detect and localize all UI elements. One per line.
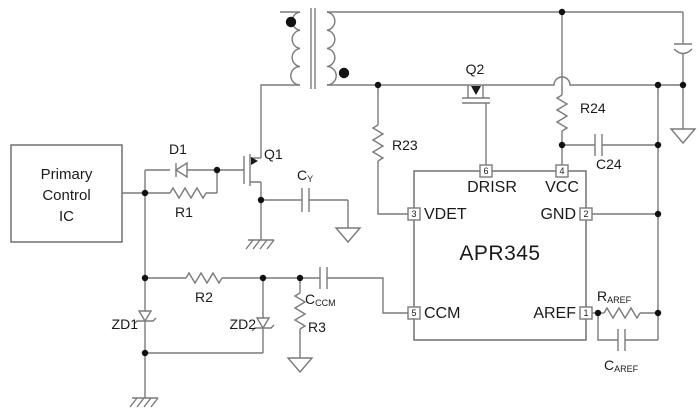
pin2-box	[579, 207, 593, 221]
r2-resistor	[145, 271, 320, 285]
q2-mosfet	[462, 85, 490, 165]
pin1-box	[579, 306, 593, 320]
ground-triangle-cy	[334, 227, 362, 244]
r1-resistor	[145, 170, 218, 200]
zd1-zener	[133, 278, 157, 353]
primary-control-ic-box	[10, 144, 123, 243]
r23-resistor	[371, 85, 408, 215]
pin5-box	[407, 306, 421, 320]
ic-pin-boxes	[407, 164, 593, 320]
ground-hatched-q1	[245, 200, 275, 250]
transformer-core	[310, 8, 316, 89]
r3-resistor	[293, 278, 307, 358]
pin3-box	[407, 207, 421, 221]
q1-body-arrow	[251, 157, 258, 165]
secondary-winding	[326, 11, 337, 86]
apr345-ic-body	[413, 170, 587, 341]
transformer-symbol	[280, 8, 350, 89]
zd2-zener	[251, 278, 275, 353]
q1-mosfet	[243, 154, 262, 200]
primary-to-q1-drain-wire	[260, 84, 300, 158]
pin4-box	[555, 164, 569, 178]
ground-hatched-bottom	[129, 353, 159, 408]
ground-triangle-r3	[286, 357, 314, 374]
primary-polarity-dot	[285, 16, 297, 28]
cccm-capacitor	[319, 267, 408, 314]
secondary-polarity-dot	[338, 67, 350, 79]
raref-resistor	[592, 306, 658, 320]
junction-dots	[141, 8, 687, 357]
ground-triangle-right	[669, 85, 697, 145]
output-capacitor	[673, 12, 693, 85]
cap-plate-curved	[673, 48, 693, 55]
caref-capacitor	[597, 313, 659, 351]
q2-body-arrow	[471, 86, 481, 95]
d1-diode	[145, 161, 217, 179]
c24-capacitor	[562, 134, 658, 156]
pin6-box	[479, 164, 493, 178]
cy-capacitor	[261, 188, 349, 228]
